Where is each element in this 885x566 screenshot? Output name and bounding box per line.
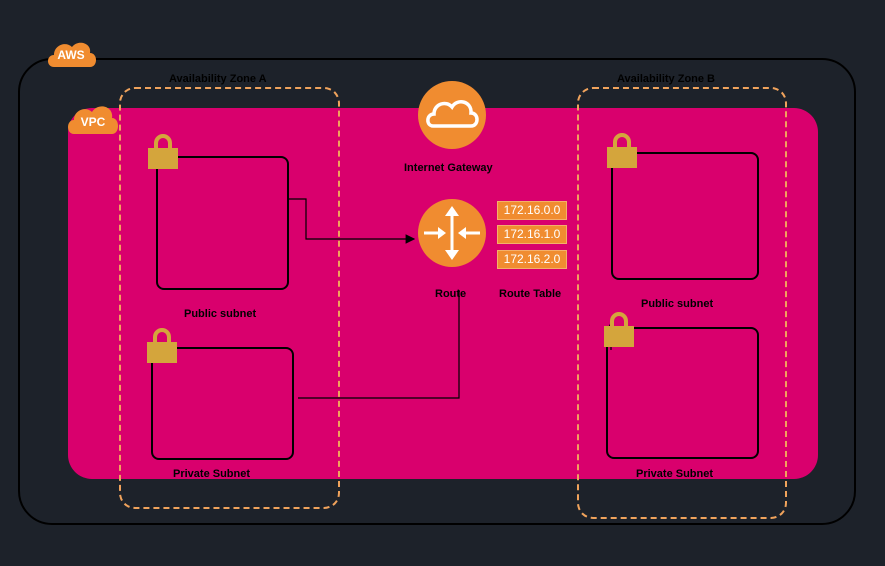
route-label: Route xyxy=(435,288,467,300)
lock-icon xyxy=(607,133,637,168)
vpc-badge: VPC xyxy=(66,100,120,134)
availability-zone-b-label: Availability Zone B xyxy=(617,73,716,85)
availability-zone-b xyxy=(577,87,787,519)
public-subnet-b-box xyxy=(611,152,759,280)
route-table-entry: 172.16.2.0 xyxy=(497,250,567,269)
private-subnet-b-box xyxy=(606,327,759,459)
private-subnet-a-box xyxy=(151,347,294,460)
public-subnet-b-label: Public subnet xyxy=(641,298,714,310)
public-subnet-a-box xyxy=(156,156,289,290)
route-table-entry: 172.16.0.0 xyxy=(497,201,567,220)
aws-badge: AWS xyxy=(44,37,98,67)
lock-icon xyxy=(147,328,177,363)
router-icon xyxy=(418,199,486,267)
vpc-badge-label: VPC xyxy=(80,115,106,129)
lock-icon xyxy=(148,134,178,169)
private-subnet-b-label: Private Subnet xyxy=(636,468,714,480)
route-table-label: Route Table xyxy=(499,288,562,300)
internet-gateway-icon xyxy=(418,81,486,149)
availability-zone-a-label: Availability Zone A xyxy=(169,73,267,85)
aws-cloud-frame xyxy=(18,58,856,525)
public-subnet-a-label: Public subnet xyxy=(184,308,257,320)
internet-gateway-label: Internet Gateway xyxy=(404,162,493,174)
aws-badge-label: AWS xyxy=(57,48,85,62)
aws-cloud-icon xyxy=(48,42,96,67)
lock-icon xyxy=(604,312,634,347)
private-subnet-a-label: Private Subnet xyxy=(173,468,251,480)
vpc-cloud-icon xyxy=(68,106,118,134)
route-table-entry: 172.16.1.0 xyxy=(497,225,567,244)
